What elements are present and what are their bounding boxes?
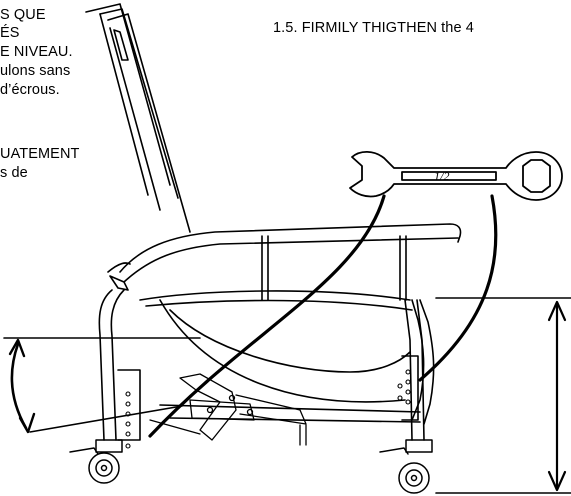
rear-caster bbox=[379, 439, 433, 494]
fr-text-line-6: d’écrous. bbox=[0, 82, 60, 98]
chair-mechanism bbox=[149, 373, 307, 446]
fr-text-line-3: ÉS bbox=[0, 25, 20, 41]
chair-backrest bbox=[85, 3, 191, 233]
fr-text-line-5: ulons sans bbox=[0, 63, 71, 79]
chair-legs bbox=[98, 289, 425, 441]
chair-seat-frame bbox=[139, 290, 435, 425]
fr-text-line-7: UATEMENT bbox=[0, 146, 80, 162]
chair-armrest bbox=[107, 223, 462, 301]
fr-text-line-4: E NIVEAU. bbox=[0, 44, 73, 60]
angle-indicator bbox=[3, 337, 201, 434]
height-dimension bbox=[435, 297, 571, 494]
bolt-pointer-lines bbox=[148, 194, 498, 438]
step-instruction: 1.5. FIRMILY THIGTHEN the 4 bbox=[273, 20, 474, 36]
wrench-size-label: 1/2 bbox=[434, 169, 450, 183]
fr-text-line-8: s de bbox=[0, 165, 28, 181]
wrench-icon bbox=[349, 150, 563, 201]
fr-text-line-2: S QUE bbox=[0, 7, 46, 23]
front-caster bbox=[69, 439, 123, 484]
frame-bolt-holes bbox=[125, 369, 411, 449]
fr-text-line-1: r. bbox=[51, 0, 59, 5]
